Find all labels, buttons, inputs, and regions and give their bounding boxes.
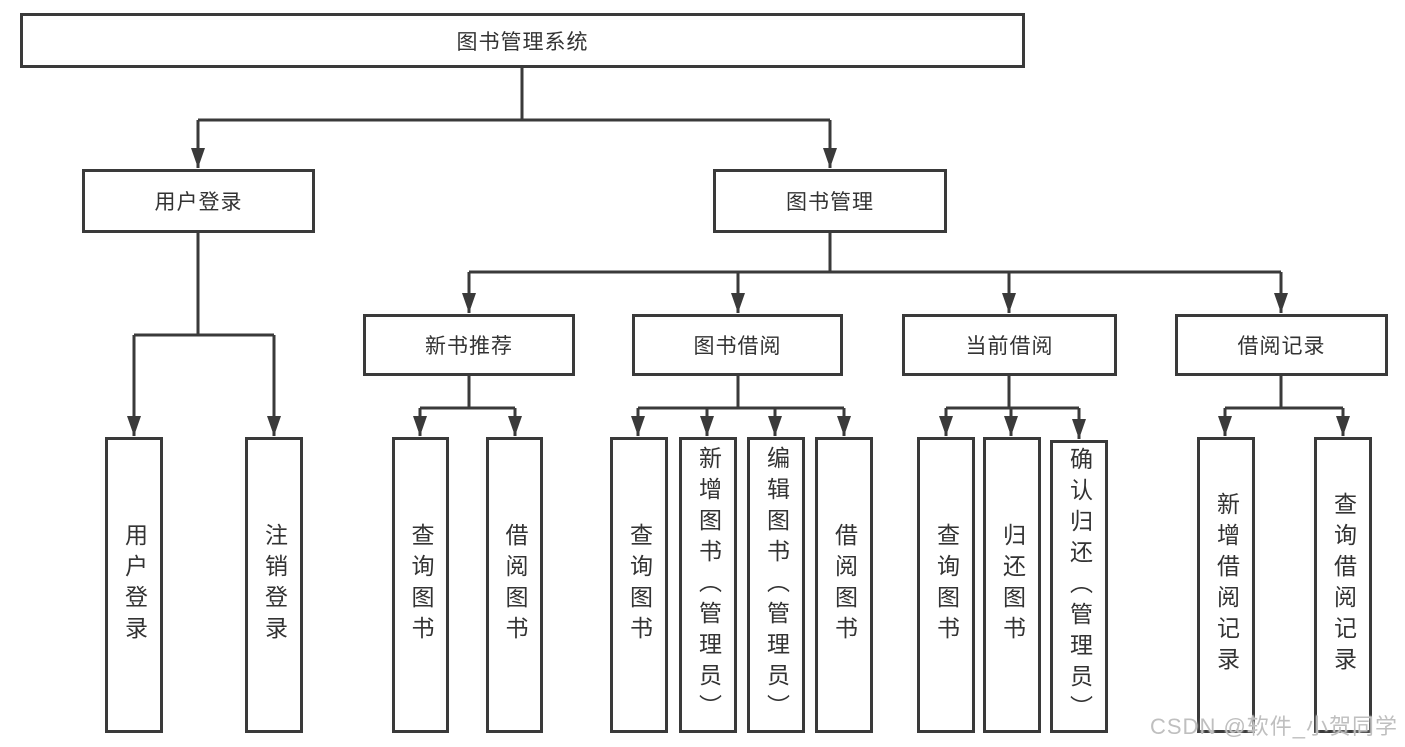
leaf-query-books-borrow-label: 查询图书 xyxy=(626,523,653,647)
leaf-confirm-return-admin-label: 确认归还（管理员） xyxy=(1066,447,1093,726)
node-book-borrow-label: 图书借阅 xyxy=(693,335,782,358)
leaf-return-books-label: 归还图书 xyxy=(999,523,1026,647)
leaf-user-login: 用户登录 xyxy=(105,437,163,733)
leaf-add-borrow-record-label: 新增借阅记录 xyxy=(1213,492,1240,678)
node-book-management-branch: 图书管理 xyxy=(713,169,947,233)
leaf-borrow-books-recommend-label: 借阅图书 xyxy=(502,523,528,647)
leaf-query-borrow-record-label: 查询借阅记录 xyxy=(1330,492,1357,678)
leaf-query-books-recommend-label: 查询图书 xyxy=(408,523,434,647)
node-borrow-record: 借阅记录 xyxy=(1175,314,1388,376)
leaf-add-borrow-record: 新增借阅记录 xyxy=(1197,437,1255,733)
node-book-management-branch-label: 图书管理 xyxy=(786,191,874,214)
leaf-logout-label: 注销登录 xyxy=(261,523,288,647)
node-borrow-record-label: 借阅记录 xyxy=(1237,335,1326,358)
leaf-borrow-books-recommend: 借阅图书 xyxy=(486,437,543,733)
leaf-query-borrow-record: 查询借阅记录 xyxy=(1314,437,1372,733)
leaf-query-books-current-label: 查询图书 xyxy=(933,523,960,647)
leaf-add-books-admin-label: 新增图书（管理员） xyxy=(695,445,722,725)
csdn-watermark: CSDN @软件_小贺同学 xyxy=(1150,714,1399,739)
leaf-borrow-books-label: 借阅图书 xyxy=(831,523,858,647)
node-current-borrow-label: 当前借阅 xyxy=(965,335,1054,358)
node-user-login-branch-label: 用户登录 xyxy=(154,191,243,214)
leaf-borrow-books: 借阅图书 xyxy=(815,437,873,733)
leaf-confirm-return-admin: 确认归还（管理员） xyxy=(1050,440,1108,733)
connector-group xyxy=(127,68,1350,439)
leaf-edit-books-admin: 编辑图书（管理员） xyxy=(747,437,805,733)
leaf-query-books-current: 查询图书 xyxy=(917,437,975,733)
leaf-query-books-recommend: 查询图书 xyxy=(392,437,449,733)
leaf-query-books-borrow: 查询图书 xyxy=(610,437,668,733)
leaf-add-books-admin: 新增图书（管理员） xyxy=(679,437,737,733)
node-new-book-recommend: 新书推荐 xyxy=(363,314,575,376)
node-root-label: 图书管理系统 xyxy=(456,30,589,54)
leaf-return-books: 归还图书 xyxy=(983,437,1041,733)
node-root: 图书管理系统 xyxy=(20,13,1025,68)
leaf-logout: 注销登录 xyxy=(245,437,303,733)
leaf-edit-books-admin-label: 编辑图书（管理员） xyxy=(763,445,790,725)
node-user-login-branch: 用户登录 xyxy=(82,169,315,233)
node-current-borrow: 当前借阅 xyxy=(902,314,1117,376)
node-new-book-recommend-label: 新书推荐 xyxy=(425,335,513,358)
node-book-borrow: 图书借阅 xyxy=(632,314,843,376)
leaf-user-login-label: 用户登录 xyxy=(121,523,148,647)
